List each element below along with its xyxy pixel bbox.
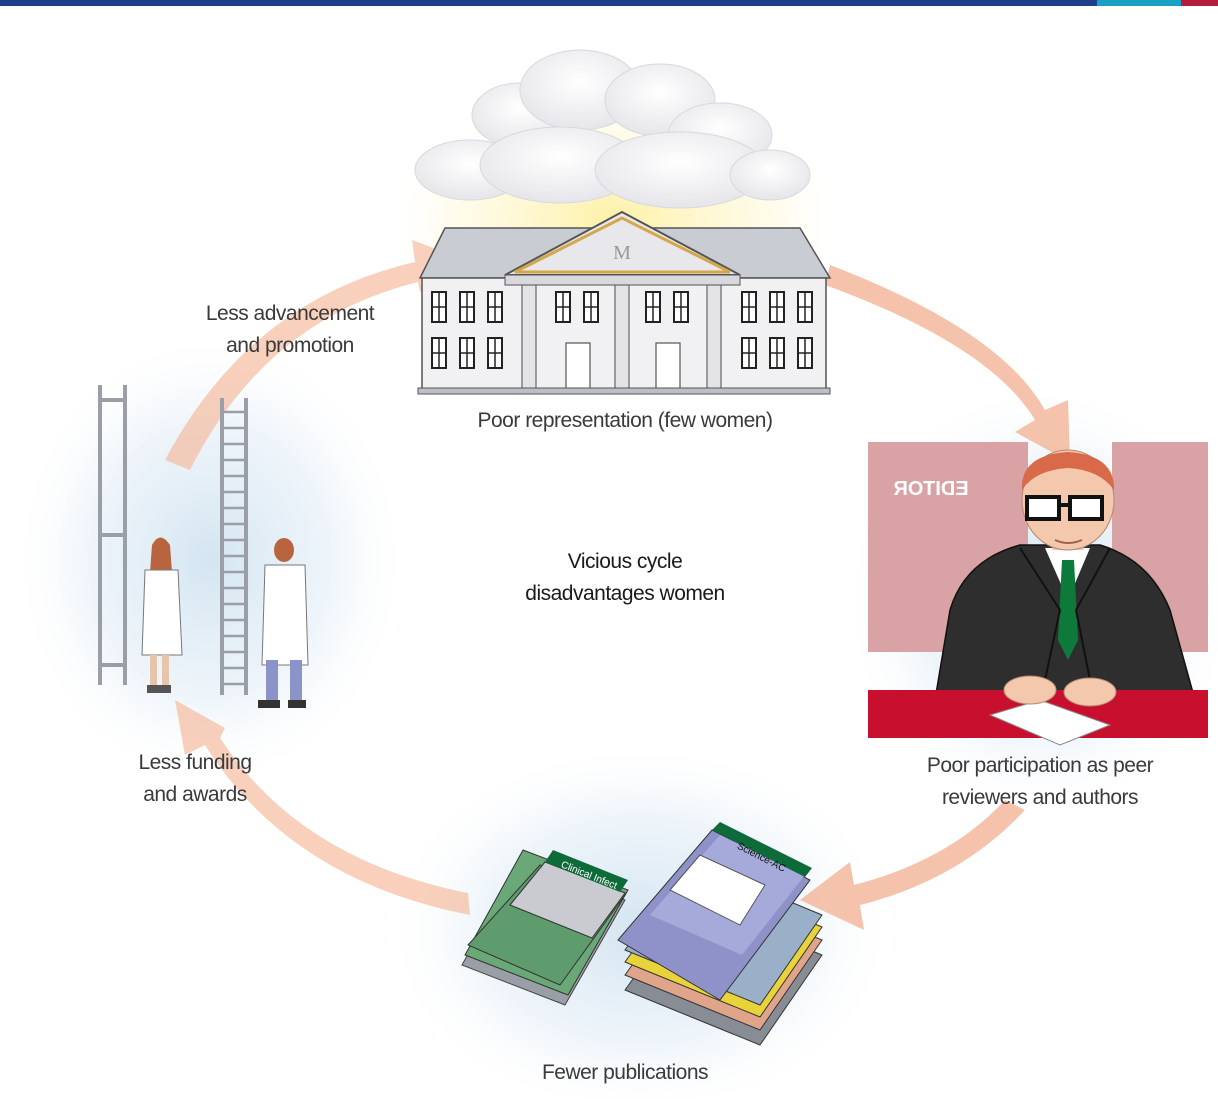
arrow-to-funding bbox=[175, 700, 470, 915]
center-caption-line1: Vicious cycle bbox=[567, 550, 683, 573]
building-illustration: M bbox=[417, 210, 832, 395]
journal-stack-right: Science-AC bbox=[617, 822, 823, 1046]
cloud bbox=[414, 49, 811, 209]
editor-illustration: EDITOR bbox=[868, 442, 1208, 746]
label-advancement: Less advancement and promotion bbox=[185, 298, 395, 362]
short-ladder-rungs bbox=[222, 410, 246, 686]
journals-illustration: Clinical Infect Science-AC bbox=[461, 822, 823, 1046]
label-advancement-line1: Less advancement bbox=[205, 302, 375, 325]
label-participation-line1: Poor participation as peer bbox=[926, 754, 1154, 777]
glow-left bbox=[10, 330, 410, 790]
editor-sign: EDITOR bbox=[893, 478, 969, 500]
top-color-bar bbox=[0, 0, 1218, 6]
label-funding-line2: and awards bbox=[143, 783, 247, 806]
top-bar-teal bbox=[1097, 0, 1181, 6]
label-funding-line1: Less funding bbox=[138, 751, 252, 774]
center-caption: Vicious cycle disadvantages women bbox=[480, 546, 770, 610]
journal-stack-left: Clinical Infect bbox=[461, 849, 629, 1006]
glasses-icon bbox=[1025, 495, 1104, 521]
label-participation-line2: reviewers and authors bbox=[941, 786, 1139, 809]
arrow-to-publications bbox=[800, 800, 1025, 930]
label-representation: Poor representation (few women) bbox=[477, 409, 773, 432]
top-bar-blue bbox=[0, 0, 1097, 6]
ladders-illustration bbox=[98, 385, 248, 695]
man-scientist bbox=[258, 538, 309, 708]
top-bar-red bbox=[1181, 0, 1218, 6]
center-caption-line2: disadvantages women bbox=[525, 582, 725, 605]
label-advancement-line2: and promotion bbox=[226, 334, 354, 357]
building-letter: M bbox=[613, 242, 631, 264]
label-publications: Fewer publications bbox=[541, 1061, 709, 1084]
label-funding: Less funding and awards bbox=[105, 747, 285, 811]
label-participation: Poor participation as peer reviewers and… bbox=[880, 750, 1200, 814]
arrow-to-editor bbox=[825, 265, 1070, 462]
woman-scientist bbox=[141, 537, 183, 693]
